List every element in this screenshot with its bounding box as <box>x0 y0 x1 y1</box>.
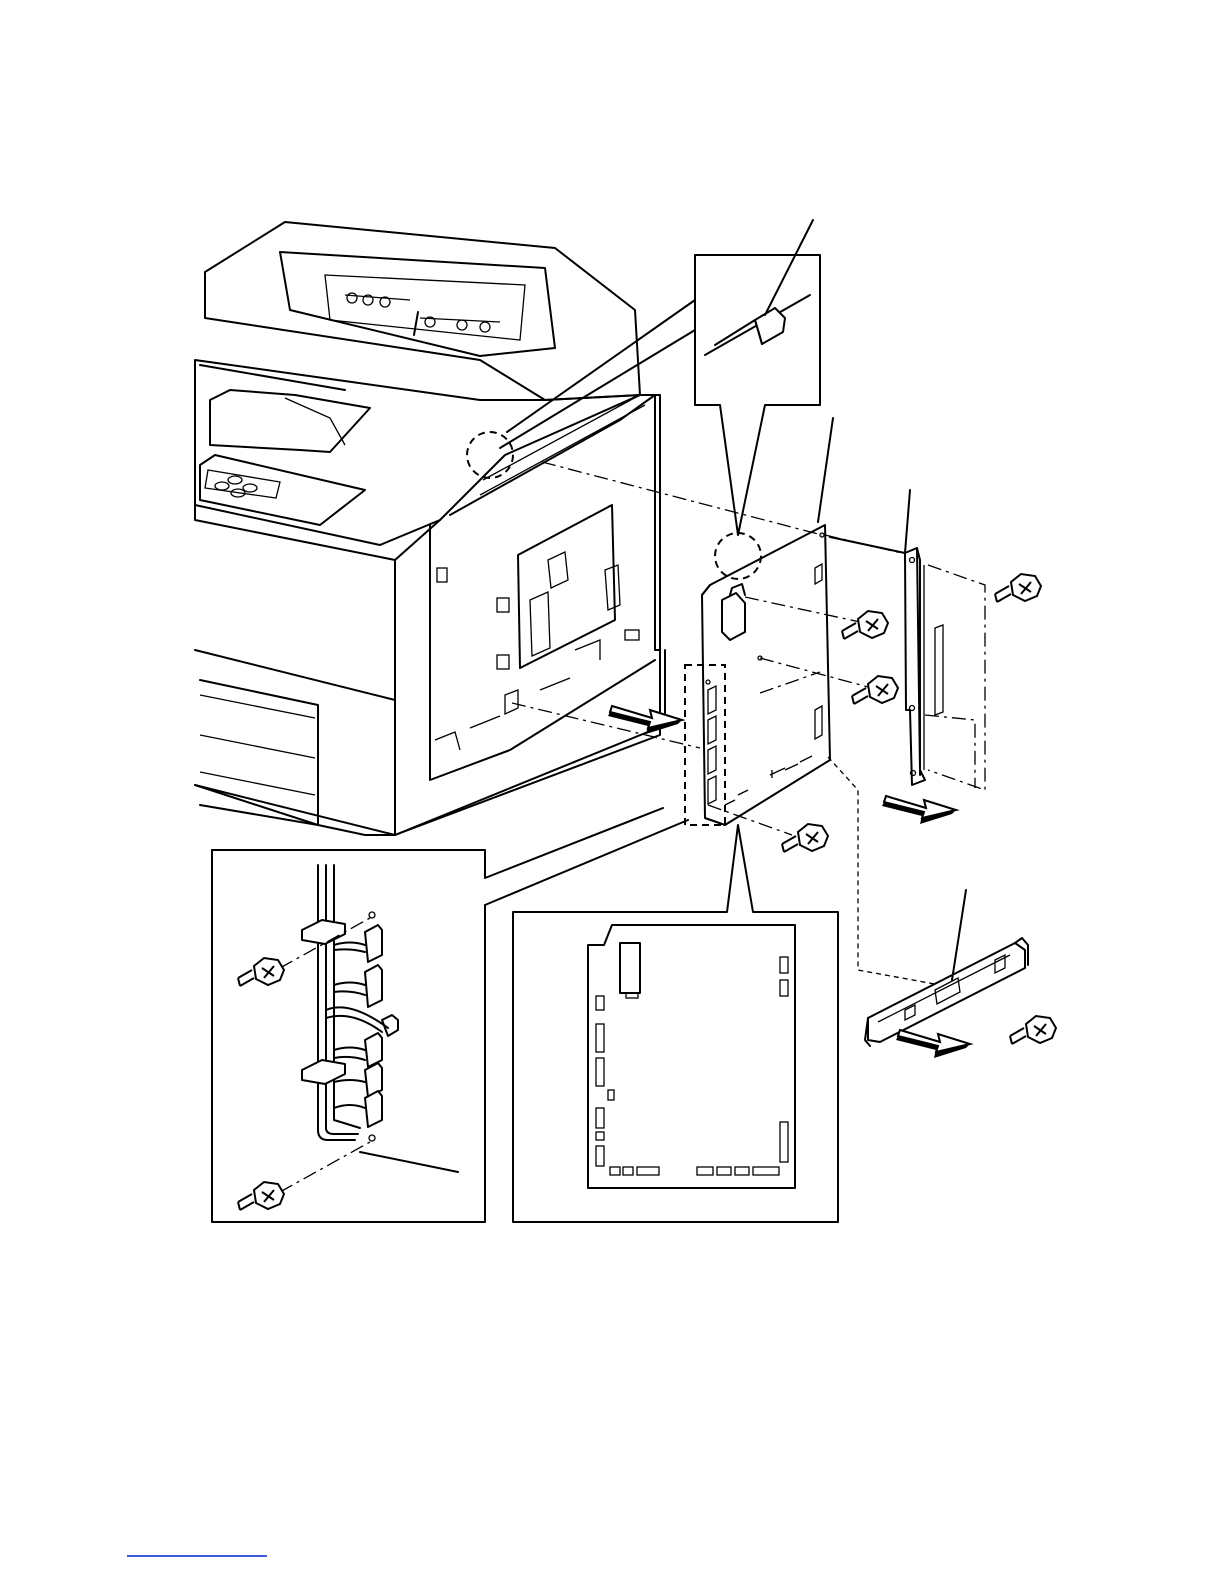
footer-rule <box>127 1555 267 1557</box>
wire-harness-detail <box>212 808 688 1222</box>
board-outline-detail <box>513 825 838 1222</box>
printer-chassis <box>195 222 665 835</box>
control-board <box>685 418 833 825</box>
lower-bracket <box>865 890 1028 1046</box>
